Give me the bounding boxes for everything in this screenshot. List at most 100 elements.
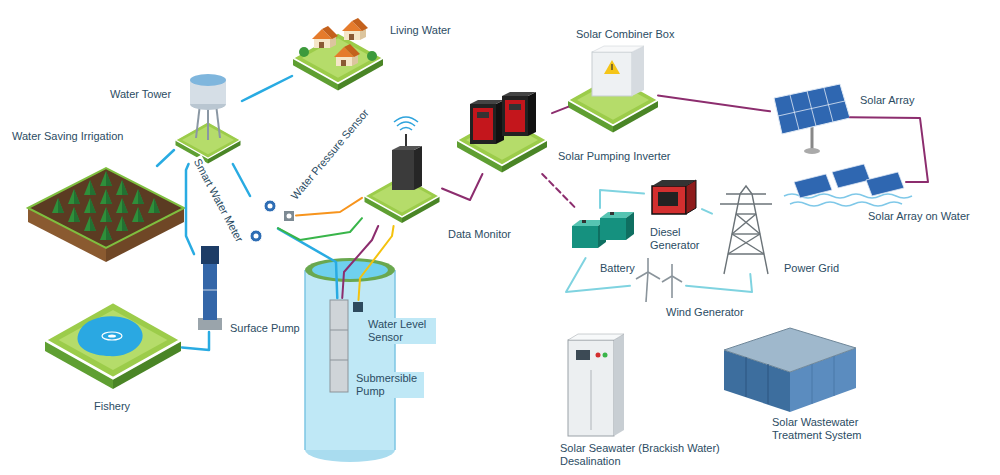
component-node: Water Pressure Sensor — [282, 210, 296, 222]
solar-array-figure — [811, 126, 814, 150]
battery-figure — [582, 220, 586, 223]
component-node: Fishery — [44, 290, 182, 392]
inverter-figure — [457, 92, 547, 172]
power-grid-figure — [720, 186, 772, 274]
fishery-figure — [45, 302, 181, 389]
component-label: Data Monitor — [446, 228, 513, 241]
component-node: Diesel Generator — [644, 170, 702, 222]
data-monitor-figure — [397, 122, 415, 126]
battery-figure — [572, 226, 598, 248]
combiner-box-figure — [611, 64, 612, 70]
irrigation-field-figure — [28, 168, 184, 262]
solar-array-figure — [774, 84, 850, 134]
power-grid-figure — [726, 193, 766, 194]
diesel-generator-figure — [652, 180, 696, 214]
wastewater-figure — [724, 328, 856, 372]
component-node: Solar Array — [770, 80, 850, 154]
component-node: Solar Array on Water — [790, 160, 906, 204]
wind-generator-figure — [646, 272, 648, 302]
wind-generator-figure — [636, 258, 682, 302]
connector-line — [600, 190, 644, 208]
solar-array-figure — [778, 101, 845, 116]
connector-line — [442, 174, 482, 200]
data-monitor-figure — [400, 128, 412, 131]
wind-generator-figure — [662, 276, 672, 282]
component-node: Water Level Sensor — [352, 300, 364, 314]
connector-line — [686, 274, 752, 292]
component-label: Battery — [598, 262, 637, 275]
fishery-figure — [108, 334, 116, 337]
meter-figure — [268, 204, 273, 209]
irrigation-field-figure — [132, 207, 144, 222]
meter-figure — [264, 200, 276, 212]
well-figure — [305, 258, 395, 462]
component-label: Surface Pump — [228, 322, 302, 335]
fishery-figure — [77, 316, 142, 356]
battery-figure — [572, 212, 634, 248]
component-label: Diesel Generator — [648, 226, 714, 252]
component-node: Living Water — [292, 18, 384, 88]
component-label: Water Saving Irrigation — [10, 130, 125, 143]
irrigation-field-figure — [100, 171, 112, 186]
connector-line — [278, 218, 362, 240]
meter-figure — [287, 214, 292, 219]
power-grid-figure — [740, 186, 752, 194]
component-node: Surface Pump — [194, 244, 224, 332]
desalination-figure — [596, 353, 601, 358]
connector-line — [850, 117, 928, 182]
well-figure — [330, 330, 348, 331]
power-grid-figure — [732, 233, 760, 234]
component-node: Wind Generator — [630, 262, 686, 304]
solar-array-figure — [774, 84, 850, 154]
combiner-box-figure — [592, 46, 644, 52]
wastewater-figure — [724, 328, 856, 412]
component-label: Water Tower — [108, 88, 173, 101]
wind-generator-figure — [648, 272, 660, 279]
living-water-figure — [312, 26, 338, 48]
connector-line — [242, 76, 292, 101]
connector-line — [702, 209, 712, 214]
component-node: Smart Water Meter — [248, 196, 278, 244]
meter-figure — [250, 230, 262, 242]
meter-figure — [284, 211, 294, 221]
diesel-generator-figure — [686, 180, 696, 214]
component-label: Water Pressure Sensor — [287, 105, 373, 204]
power-grid-figure — [736, 213, 756, 214]
inverter-figure — [470, 100, 504, 104]
connector-group — [157, 76, 928, 350]
component-label: Solar Array on Water — [866, 210, 972, 223]
connector-line — [358, 226, 393, 300]
surface-pump-figure — [198, 246, 222, 330]
well-figure — [330, 300, 348, 392]
connector-line — [658, 95, 770, 111]
component-label: Solar Wastewater Treatment System — [770, 416, 876, 442]
combiner-box-figure — [604, 60, 620, 74]
living-water-figure — [342, 18, 368, 40]
surface-pump-figure — [201, 246, 219, 264]
well-figure — [305, 258, 395, 282]
data-monitor-figure — [394, 117, 418, 122]
component-node: Water Saving Irrigation — [28, 166, 184, 262]
well-figure — [353, 302, 363, 312]
connector-line — [157, 150, 174, 166]
well-figure — [330, 360, 348, 361]
power-grid-figure — [736, 214, 760, 234]
component-label: Solar Pumping Inverter — [556, 150, 673, 163]
component-node: Water Tower — [174, 72, 242, 164]
power-grid-figure — [720, 203, 772, 204]
desalination-figure — [614, 334, 624, 436]
water-tower-figure — [176, 74, 241, 163]
living-water-figure — [293, 33, 383, 91]
battery-figure — [600, 218, 626, 240]
component-node: Battery — [566, 208, 634, 258]
well-figure — [394, 270, 396, 450]
irrigation-field-figure — [52, 198, 64, 213]
irrigation-field-figure — [68, 189, 80, 204]
inverter-figure — [477, 112, 489, 118]
floating-solar-figure — [784, 164, 912, 206]
desalination-figure — [576, 350, 590, 360]
irrigation-field-figure — [100, 189, 112, 204]
irrigation-field-figure — [100, 207, 112, 222]
irrigation-field-figure — [100, 225, 112, 240]
